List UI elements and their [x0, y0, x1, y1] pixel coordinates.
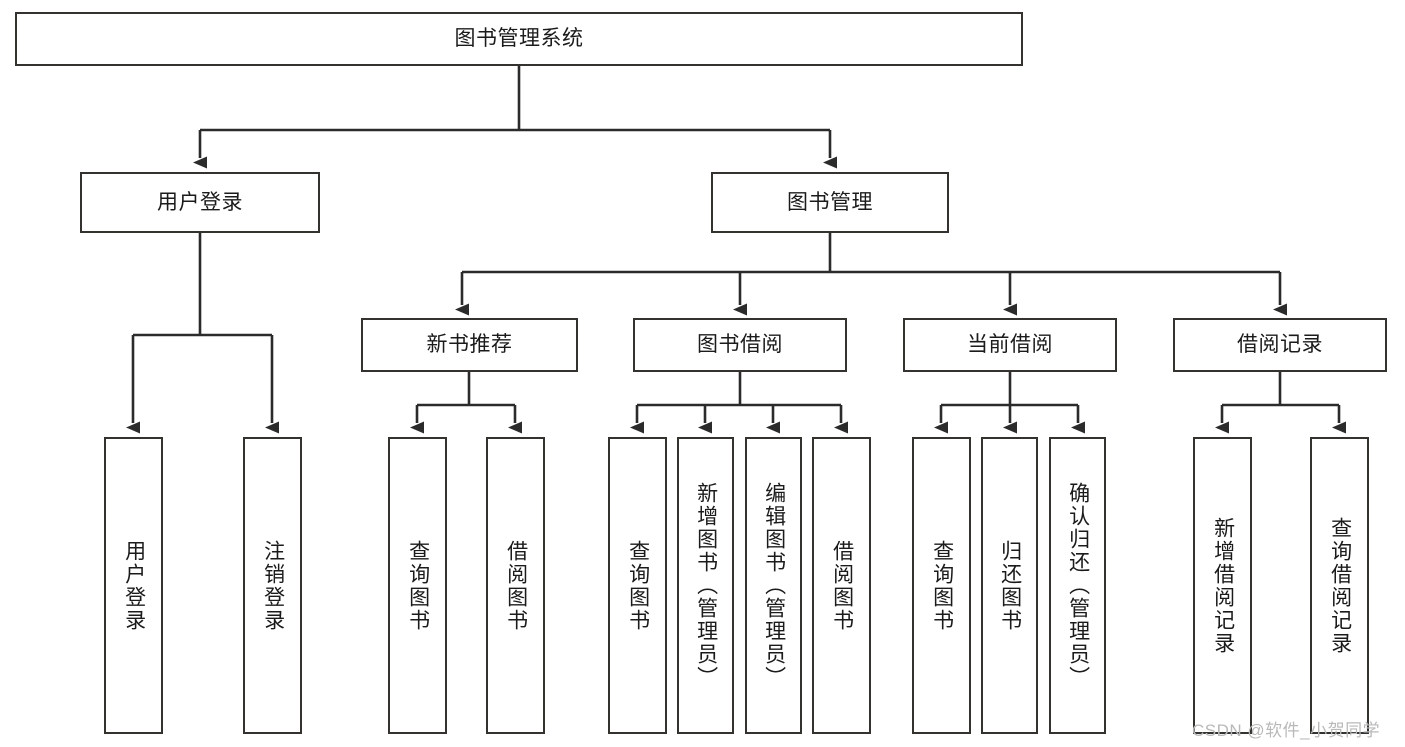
leaf-current-borrow-return[interactable]: 归还图书: [981, 437, 1038, 734]
csdn-watermark: CSDN @软件_小贺同学: [1192, 721, 1381, 740]
node-book-management-label: 图书管理: [787, 190, 873, 214]
node-user-login-label: 用户登录: [157, 190, 243, 214]
leaf-book-borrow-edit[interactable]: 编辑图书（管理员）: [745, 437, 802, 734]
node-root-label: 图书管理系统: [454, 27, 584, 51]
leaf-label: 归还图书: [998, 539, 1022, 632]
leaf-user-login-logout[interactable]: 注销登录: [243, 437, 302, 734]
node-borrow-record-label: 借阅记录: [1237, 333, 1323, 357]
node-book-borrow-label: 图书借阅: [697, 333, 783, 357]
leaf-label: 查询借阅记录: [1328, 516, 1352, 655]
leaf-book-borrow-query[interactable]: 查询图书: [608, 437, 667, 734]
leaf-current-borrow-confirm[interactable]: 确认归还（管理员）: [1049, 437, 1106, 734]
leaf-label: 用户登录: [122, 539, 146, 632]
leaf-label: 查询图书: [406, 539, 430, 632]
leaf-label: 新增图书（管理员）: [694, 482, 718, 689]
leaf-label: 编辑图书（管理员）: [762, 482, 786, 689]
leaf-book-borrow-borrow[interactable]: 借阅图书: [812, 437, 871, 734]
node-user-login[interactable]: 用户登录: [80, 172, 320, 233]
node-borrow-record[interactable]: 借阅记录: [1173, 318, 1387, 372]
leaf-label: 新增借阅记录: [1211, 516, 1235, 655]
leaf-new-book-query[interactable]: 查询图书: [388, 437, 447, 734]
leaf-label: 注销登录: [261, 539, 285, 632]
leaf-label: 借阅图书: [830, 539, 854, 632]
leaf-borrow-record-query[interactable]: 查询借阅记录: [1310, 437, 1369, 734]
node-book-management[interactable]: 图书管理: [711, 172, 949, 233]
leaf-borrow-record-add[interactable]: 新增借阅记录: [1193, 437, 1252, 734]
leaf-book-borrow-add[interactable]: 新增图书（管理员）: [677, 437, 734, 734]
leaf-current-borrow-query[interactable]: 查询图书: [912, 437, 971, 734]
node-book-borrow[interactable]: 图书借阅: [633, 318, 847, 372]
leaf-label: 查询图书: [930, 539, 954, 632]
leaf-user-login-login[interactable]: 用户登录: [104, 437, 163, 734]
leaf-label: 借阅图书: [504, 539, 528, 632]
node-current-borrow-label: 当前借阅: [967, 333, 1053, 357]
node-new-book-recommend[interactable]: 新书推荐: [361, 318, 578, 372]
node-current-borrow[interactable]: 当前借阅: [903, 318, 1117, 372]
leaf-label: 确认归还（管理员）: [1066, 482, 1090, 689]
node-new-book-recommend-label: 新书推荐: [426, 333, 513, 357]
node-root[interactable]: 图书管理系统: [15, 12, 1023, 66]
leaf-new-book-borrow[interactable]: 借阅图书: [486, 437, 545, 734]
leaf-label: 查询图书: [626, 539, 650, 632]
